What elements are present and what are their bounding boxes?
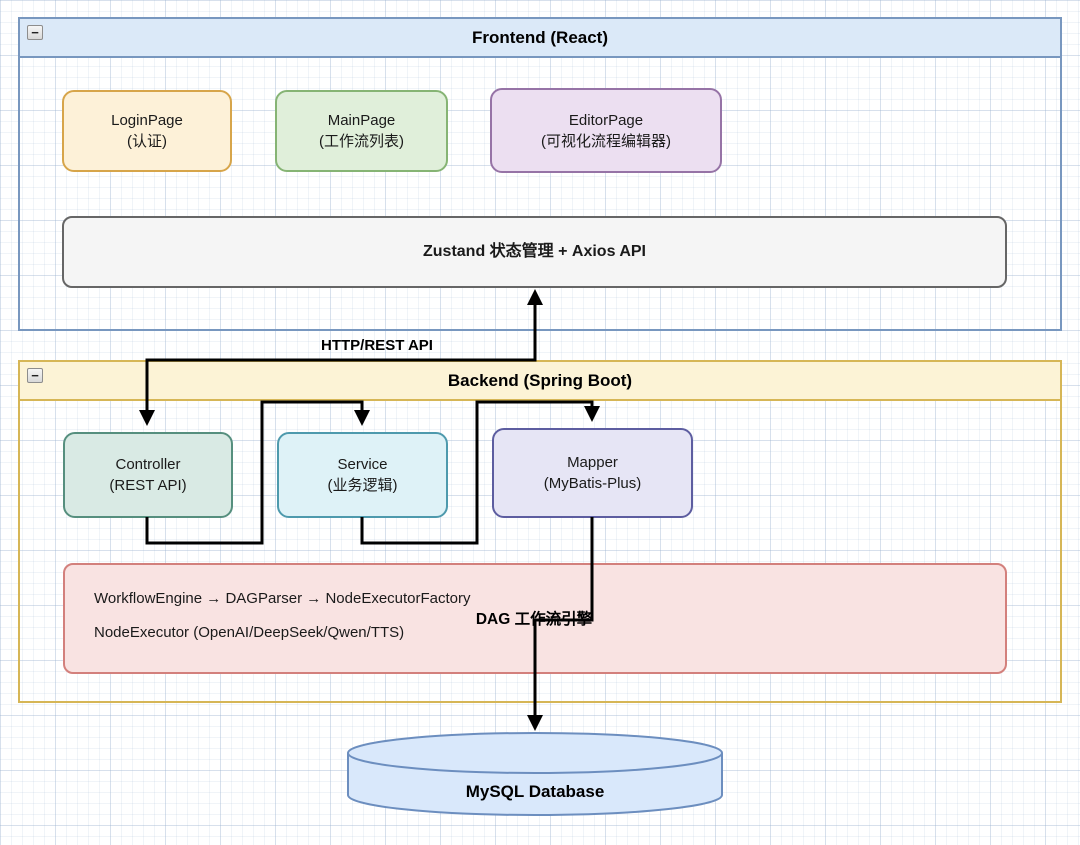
node-main-page: MainPage (工作流列表): [275, 90, 448, 172]
node-controller: Controller (REST API): [63, 432, 233, 518]
arrowhead-to-database: [527, 715, 543, 731]
node-mapper: Mapper (MyBatis-Plus): [492, 428, 693, 518]
backend-title: Backend (Spring Boot): [447, 370, 633, 390]
node-mapper-title: Mapper: [567, 454, 618, 471]
node-login-page: LoginPage (认证): [62, 90, 232, 172]
node-state-management-bar: Zustand 状态管理 + Axios API: [62, 216, 1007, 288]
node-controller-subtitle: (REST API): [109, 477, 187, 494]
edge-label-dag-engine: DAG 工作流引擎: [475, 611, 593, 628]
node-editor-page: EditorPage (可视化流程编辑器): [490, 88, 722, 173]
node-login-page-subtitle: (认证): [127, 133, 167, 150]
node-main-page-title: MainPage: [327, 112, 396, 129]
node-service-title: Service: [337, 456, 388, 473]
database-cylinder: [347, 732, 723, 816]
edge-label-http-rest-api: HTTP/REST API: [321, 337, 433, 354]
database-title: MySQL Database: [465, 782, 605, 801]
node-service-subtitle: (业务逻辑): [327, 477, 398, 494]
node-login-page-title: LoginPage: [111, 112, 183, 129]
node-controller-title: Controller: [115, 456, 181, 473]
node-service: Service (业务逻辑): [277, 432, 448, 518]
node-main-page-subtitle: (工作流列表): [319, 133, 404, 150]
dag-engine-line2: NodeExecutor (OpenAI/DeepSeek/Qwen/TTS): [94, 624, 405, 641]
node-editor-page-title: EditorPage: [568, 111, 644, 129]
database-cylinder-top: [347, 732, 723, 774]
frontend-title: Frontend (React): [472, 27, 608, 47]
node-mapper-subtitle: (MyBatis-Plus): [543, 475, 642, 492]
dag-engine-line1: WorkflowEngine → DAGParser → NodeExecuto…: [94, 590, 471, 607]
frontend-container: − Frontend (React): [18, 17, 1062, 331]
node-editor-page-subtitle: (可视化流程编辑器): [541, 132, 671, 150]
frontend-header: − Frontend (React): [20, 19, 1060, 58]
backend-header: − Backend (Spring Boot): [20, 362, 1060, 401]
collapse-toggle-backend[interactable]: −: [27, 368, 43, 383]
collapse-toggle-frontend[interactable]: −: [27, 25, 43, 40]
